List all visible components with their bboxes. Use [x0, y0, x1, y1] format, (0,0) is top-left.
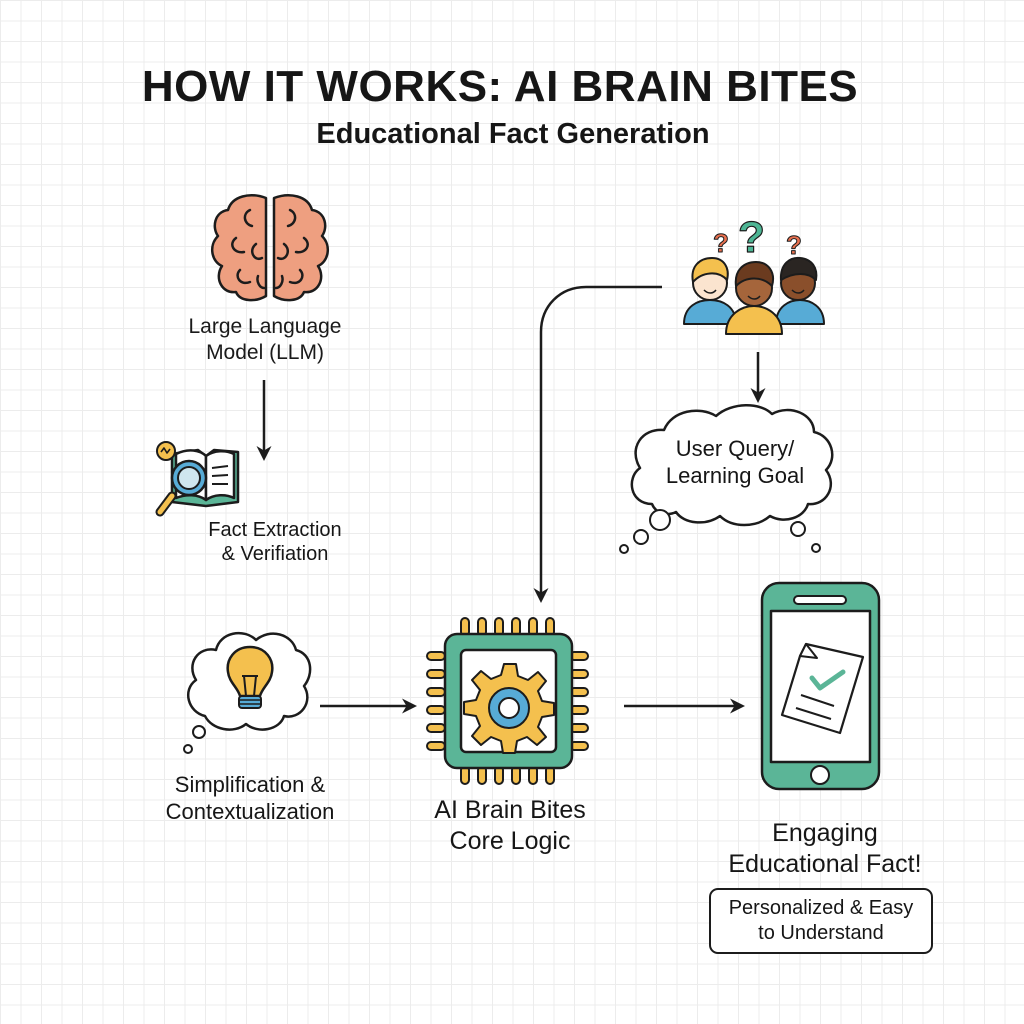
arrow-users-to-core	[533, 285, 662, 603]
question-mark-icon: ?	[786, 230, 802, 260]
llm-label: Large Language Model (LLM)	[150, 314, 380, 365]
chip-gear-icon	[426, 617, 589, 785]
simplification-label-line1: Simplification &	[174, 772, 326, 797]
book-magnifier-icon	[155, 441, 240, 517]
core-logic-label-line1: AI Brain Bites	[434, 796, 586, 824]
users-question-icon: ? ? ?	[683, 212, 825, 335]
user-query-label: User Query/ Learning Goal	[640, 436, 830, 490]
lightbulb-thought-icon	[183, 631, 312, 754]
user-query-label-line2: Learning Goal	[665, 462, 805, 488]
llm-label-line1: Large Language	[188, 315, 342, 338]
llm-label-line2: Model (LLM)	[206, 340, 324, 364]
fact-extraction-label: Fact Extraction & Verifiation	[180, 518, 370, 567]
simplification-label: Simplification & Contextualization	[120, 772, 380, 826]
simplification-label-line2: Contextualization	[165, 798, 335, 824]
user-query-label-line1: User Query/	[675, 436, 795, 461]
phone-document-icon	[760, 581, 881, 791]
output-note-line1: Personalized & Easy	[728, 897, 914, 919]
question-mark-icon: ?	[713, 228, 729, 258]
page-subtitle: Educational Fact Generation	[316, 118, 710, 150]
fact-extraction-label-line1: Fact Extraction	[208, 519, 342, 541]
output-note-box: Personalized & Easy to Understand	[709, 888, 933, 954]
output-label-line2: Educational Fact!	[728, 849, 922, 878]
thought-cloud-icon	[619, 404, 834, 554]
core-logic-label-line2: Core Logic	[449, 826, 571, 855]
question-mark-icon: ?	[738, 213, 765, 262]
output-note-line2: to Understand	[758, 922, 884, 944]
core-logic-label: AI Brain Bites Core Logic	[410, 795, 610, 856]
output-label: Engaging Educational Fact!	[700, 818, 950, 879]
page-title: HOW IT WORKS: AI BRAIN BITES	[141, 62, 859, 111]
brain-icon	[210, 194, 330, 302]
fact-extraction-label-line2: & Verifiation	[221, 543, 329, 566]
output-label-line1: Engaging	[772, 819, 878, 847]
